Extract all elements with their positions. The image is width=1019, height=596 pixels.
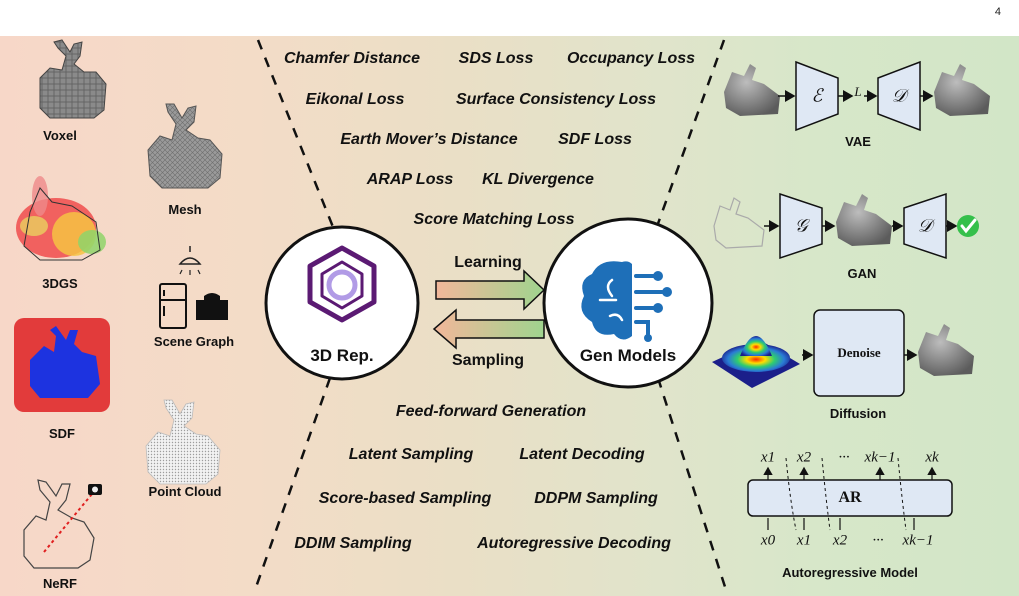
learning-arrow [435, 269, 546, 311]
ar-bottom-token: x1 [796, 532, 812, 549]
ar-top-token: ··· [838, 449, 850, 466]
gen-models-label: Gen Models [579, 346, 677, 365]
learning-term: Surface Consistency Loss [455, 91, 657, 108]
gan-discriminator-symbol: 𝒟 [917, 215, 933, 236]
learning-term: KL Divergence [482, 171, 594, 188]
voxel-label: Voxel [43, 128, 77, 143]
sdf-label: SDF [49, 426, 75, 441]
mesh-bunny-image [147, 103, 223, 189]
vae-diagram [724, 60, 990, 132]
learning-term: ARAP Loss [366, 171, 454, 188]
page-number: 4 [994, 6, 1001, 18]
ar-bottom-token: x0 [760, 532, 776, 549]
learning-label: Learning [454, 254, 522, 271]
sampling-term: DDPM Sampling [534, 490, 658, 507]
3d-rep-label: 3D Rep. [310, 346, 374, 365]
sampling-term: Feed-forward Generation [395, 403, 587, 420]
ar-top-token: x2 [796, 449, 812, 466]
learning-term: Chamfer Distance [283, 50, 421, 67]
vae-label: VAE [845, 134, 871, 149]
check-icon [957, 215, 979, 237]
nerf-label: NeRF [43, 576, 77, 591]
scene-graph-image [159, 246, 228, 329]
ar-diagram [747, 457, 953, 531]
ar-bottom-token: ··· [872, 532, 884, 549]
vae-latent-symbol: L [854, 84, 862, 99]
gan-label: GAN [847, 266, 877, 281]
sampling-term: Score-based Sampling [318, 490, 492, 507]
nerf-bunny-image [23, 479, 102, 569]
ar-top-token: x1 [760, 449, 776, 466]
3dgs-label: 3DGS [42, 276, 78, 291]
learning-term: Score Matching Loss [413, 211, 575, 228]
vae-encoder-symbol: ℰ [811, 85, 823, 106]
divider-bottom-left [253, 377, 332, 591]
sampling-term: Latent Decoding [519, 446, 645, 463]
denoise-box-label: Denoise [837, 345, 881, 360]
vae-decoder-symbol: 𝒟 [891, 85, 907, 106]
ar-label: Autoregressive Model [782, 565, 918, 580]
diffusion-diagram [712, 309, 974, 397]
diffusion-label: Diffusion [829, 406, 887, 421]
point-cloud-label: Point Cloud [148, 484, 222, 499]
learning-term: Eikonal Loss [305, 91, 405, 108]
ar-top-token: xk [925, 449, 939, 466]
gen-models-node [542, 217, 714, 389]
learning-term: Earth Mover’s Distance [340, 131, 518, 148]
gan-generator-symbol: 𝒢 [794, 215, 808, 236]
ar-bottom-token: xk−1 [902, 532, 934, 549]
divider-top-right [653, 39, 726, 233]
learning-term: SDF Loss [558, 131, 632, 148]
sampling-term: DDIM Sampling [294, 535, 412, 552]
scene-graph-label: Scene Graph [153, 334, 235, 349]
ar-box-label: AR [838, 489, 862, 506]
learning-term: SDS Loss [458, 50, 534, 67]
ar-top-token: xk−1 [864, 449, 896, 466]
point-cloud-bunny-image [145, 399, 221, 485]
sampling-label: Sampling [451, 352, 525, 369]
voxel-bunny-image [39, 39, 107, 119]
3d-rep-node [264, 225, 420, 381]
learning-term: Occupancy Loss [566, 50, 696, 67]
sampling-term: Autoregressive Decoding [477, 535, 671, 552]
gan-diagram [713, 192, 979, 260]
ar-bottom-token: x2 [832, 532, 848, 549]
divider-bottom-right [656, 377, 728, 591]
3dgs-bunny-image [16, 176, 106, 261]
sdf-bunny-image [14, 318, 110, 412]
sampling-arrow [432, 308, 545, 350]
divider-top-left [256, 39, 337, 233]
sampling-term: Latent Sampling [348, 446, 474, 463]
mesh-label: Mesh [168, 202, 202, 217]
